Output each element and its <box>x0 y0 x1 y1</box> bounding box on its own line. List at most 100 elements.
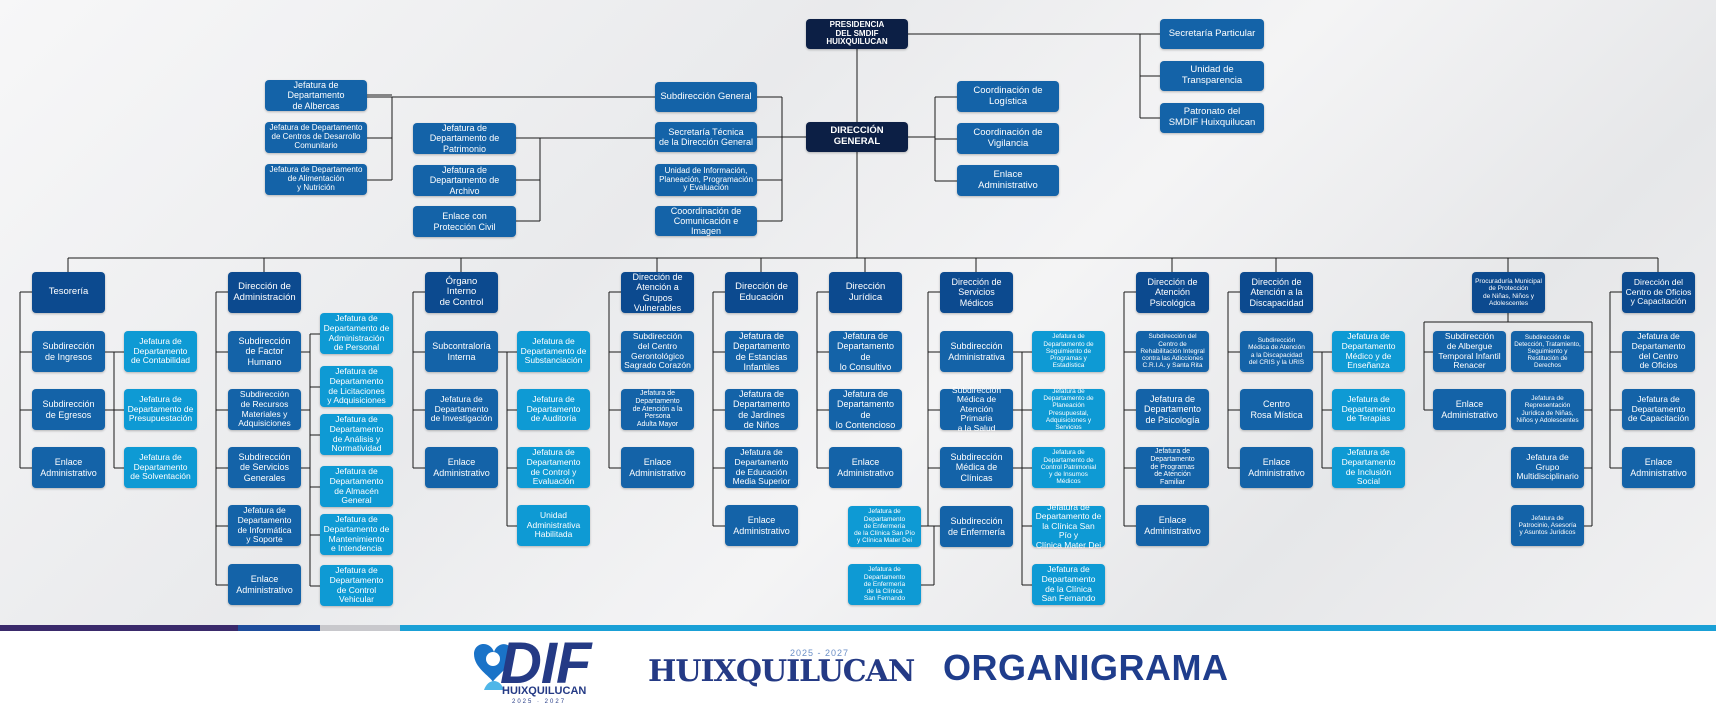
org-node-jef-consultivo: Jefatura de Departamento de lo Consultiv… <box>829 331 902 372</box>
org-node-jef-patrimonio: Jefatura de Departamento de Patrimonio <box>413 123 516 154</box>
connector-lines <box>19 33 1659 587</box>
org-node-jef-multidisciplinario: Jefatura de Grupo Multidisciplinario <box>1511 447 1584 488</box>
org-node-jef-contabilidad: Jefatura de Departamento de Contabilidad <box>124 331 197 372</box>
org-node-enf-sanpio: Jefatura de Departamento de Enfermería d… <box>848 506 921 547</box>
footer <box>0 631 1716 709</box>
org-node-jef-substanciacion: Jefatura de Departamento de Substanciaci… <box>517 331 590 372</box>
org-node-jef-investigacion: Jefatura de Departamento de Investigació… <box>425 389 498 430</box>
org-node-jef-control-patrimonial: Jefatura de Departamento de Control Patr… <box>1032 447 1105 488</box>
org-node-unidad-info: Unidad de Información, Planeación, Progr… <box>655 164 757 196</box>
org-node-dir-medicos: Dirección de Servicios Médicos <box>940 272 1013 313</box>
org-node-dir-discapacidad: Dirección de Atención a la Discapacidad <box>1240 272 1313 313</box>
org-node-jef-adulta-mayor: Jefatura de Departamento de Atención a l… <box>621 389 694 430</box>
org-node-jef-jardines: Jefatura de Departamento de Jardines de … <box>725 389 798 430</box>
org-node-jef-medico-ensenanza: Jefatura de Departamento Médico y de Ens… <box>1332 331 1405 372</box>
org-node-sub-general: Subdirección General <box>655 82 757 112</box>
org-node-jef-solventacion: Jefatura de Departamento de Solventación <box>124 447 197 488</box>
org-node-jef-personal: Jefatura de Departamento de Administraci… <box>320 313 393 354</box>
org-node-jef-analisis: Jefatura de Departamento de Análisis y N… <box>320 414 393 455</box>
org-node-enlace-vul: Enlace Administrativo <box>621 447 694 488</box>
org-node-tesoreria: Tesorería <box>32 272 105 313</box>
org-node-organo: Órgano Interno de Control <box>425 272 498 313</box>
org-node-procuraduria: Procuraduría Municipal de Protección de … <box>1472 272 1545 313</box>
org-node-jef-control-eval: Jefatura de Departamento de Control y Ev… <box>517 447 590 488</box>
org-node-jef-centros-desarrollo: Jefatura de Departamento de Centros de D… <box>265 122 367 153</box>
org-node-sub-albergue: Subdirección de Albergue Temporal Infant… <box>1433 331 1506 372</box>
org-node-jef-auditoria: Jefatura de Departamento de Auditoría <box>517 389 590 430</box>
org-node-jef-inclusion: Jefatura de Departamento de Inclusión So… <box>1332 447 1405 488</box>
org-node-sub-ingresos: Subdirección de Ingresos <box>32 331 105 372</box>
org-node-sub-cria: Subdirección del Centro de Rehabilitació… <box>1136 331 1209 372</box>
page-title: ORGANIGRAMA <box>943 647 1229 688</box>
org-node-jef-representacion: Jefatura de Representación Jurídica de N… <box>1511 389 1584 430</box>
org-node-coord-vigilancia: Coordinación de Vigilancia <box>957 123 1059 154</box>
org-node-transparencia: Unidad de Transparencia <box>1160 61 1264 91</box>
dif-logo-subtitle: HUIXQUILUCAN <box>502 685 587 697</box>
org-node-jef-sanfernando: Jefatura de Departamento de la Clínica S… <box>1032 564 1105 605</box>
org-node-unidad-habilitada: Unidad Administrativa Habilitada <box>517 505 590 546</box>
org-node-jef-terapias: Jefatura de Departamento de Terapias <box>1332 389 1405 430</box>
org-node-enlace-proc: Enlace Administrativo <box>1433 389 1506 430</box>
huixquilucan-logo-text: HUIXQUILUCAN <box>648 654 915 689</box>
footer-stripe <box>400 625 1716 631</box>
org-node-enlace-dg: Enlace Administrativo <box>957 165 1059 196</box>
org-node-sub-clinicas: Subdirección Médica de Clínicas <box>940 447 1013 488</box>
org-node-jef-patrocinio: Jefatura de Patrocinio, Asesoría y Asunt… <box>1511 505 1584 546</box>
org-node-enlace-admin: Enlace Administrativo <box>228 564 301 605</box>
org-node-enlace-tes: Enlace Administrativo <box>32 447 105 488</box>
org-node-sub-servicios: Subdirección de Servicios Generales <box>228 447 301 488</box>
org-node-sub-gerontologico: Subdirección del Centro Gerontológico Sa… <box>621 331 694 372</box>
org-node-enlace-ofi: Enlace Administrativo <box>1622 447 1695 488</box>
huixquilucan-years: 2025 - 2027 <box>790 648 850 658</box>
org-node-sec-tecnica: Secretaría Técnica de la Dirección Gener… <box>655 122 757 152</box>
org-node-jef-psicologia: Jefatura de Departamento de Psicología <box>1136 389 1209 430</box>
org-node-jef-archivo: Jefatura de Departamento de Archivo <box>413 165 516 196</box>
org-node-centro-mistica: Centro Rosa Mística <box>1240 389 1313 430</box>
org-node-sub-administrativa: Subdirección Administrativa <box>940 331 1013 372</box>
org-node-sub-deteccion: Subdirección de Detección, Tratamiento, … <box>1511 331 1584 372</box>
org-node-sub-factor: Subdirección de Factor Humano <box>228 331 301 372</box>
org-node-jef-centro-oficios: Jefatura de Departamento del Centro de O… <box>1622 331 1695 372</box>
org-node-jef-vehicular: Jefatura de Departamento de Control Vehi… <box>320 565 393 606</box>
footer-stripe <box>320 625 400 631</box>
org-node-coord-logistica: Coordinación de Logística <box>957 81 1059 112</box>
org-node-dir-psicologica: Dirección de Atención Psicológica <box>1136 272 1209 313</box>
org-node-patronato: Patronato del SMDIF Huixquilucan <box>1160 103 1264 133</box>
org-node-sec-particular: Secretaría Particular <box>1160 19 1264 49</box>
org-node-dir-admin: Dirección de Administración <box>228 272 301 313</box>
org-node-enlace-oic: Enlace Administrativo <box>425 447 498 488</box>
org-node-enlace-edu: Enlace Administrativo <box>725 505 798 546</box>
dif-logo-text: DIF <box>500 631 591 696</box>
org-node-jef-licitaciones: Jefatura de Departamento de Licitaciones… <box>320 366 393 407</box>
org-node-sub-recursos: Subdirección de Recursos Materiales y Ad… <box>228 389 301 430</box>
org-node-direccion-general: DIRECCIÓN GENERAL <box>806 122 908 152</box>
org-node-coord-comunicacion: Cooordinación de Comunicación e Imagen <box>655 206 757 236</box>
org-node-dir-oficios: Dirección del Centro de Oficios y Capaci… <box>1622 272 1695 313</box>
org-node-sub-atencion-primaria: Subdirección Médica de Atención Primaria… <box>940 385 1013 433</box>
footer-stripe <box>0 625 238 631</box>
dif-logo-years: 2025 · 2027 <box>512 699 567 705</box>
org-node-enlace-psi: Enlace Administrativo <box>1136 505 1209 546</box>
org-node-jef-albercas: Jefatura de Departamento de Albercas <box>265 80 367 111</box>
org-node-jef-estancias: Jefatura de Departamento de Estancias In… <box>725 331 798 372</box>
org-node-jef-presupuestacion: Jefatura de Departamento de Presupuestac… <box>124 389 197 430</box>
org-node-dir-juridica: Dirección Jurídica <box>829 272 902 313</box>
org-node-enlace-disc: Enlace Administrativo <box>1240 447 1313 488</box>
org-node-jef-seguimiento: Jefatura de Departamento de Seguimiento … <box>1032 331 1105 372</box>
org-node-enlace-jur: Enlace Administrativo <box>829 447 902 488</box>
org-node-enlace-proteccion: Enlace con Protección Civil <box>413 206 516 237</box>
org-node-jef-planeacion: Jefatura de Departamento de Planeación P… <box>1032 388 1105 431</box>
org-node-jef-programas-familiar: Jefatura de Departamento de Programas de… <box>1136 447 1209 488</box>
org-node-sub-egresos: Subdirección de Egresos <box>32 389 105 430</box>
org-node-sub-enfermeria: Subdirección de Enfermería <box>940 506 1013 547</box>
dif-heart-logo-icon <box>474 643 513 690</box>
org-node-sub-medica-disc: Subdirección Médica de Atención a la Dis… <box>1240 331 1313 372</box>
org-node-subcontraloria: Subcontraloría Interna <box>425 331 498 372</box>
org-node-jef-media-superior: Jefatura de Departamento de Educación Me… <box>725 447 798 488</box>
org-node-jef-mantenimiento: Jefatura de Departamento de Mantenimient… <box>320 514 393 555</box>
org-node-jef-capacitacion: Jefatura de Departamento de Capacitación <box>1622 389 1695 430</box>
org-node-jef-informatica: Jefatura de Departamento de Informática … <box>228 505 301 546</box>
org-node-jef-alimentacion: Jefatura de Departamento de Alimentación… <box>265 164 367 195</box>
org-node-jef-contencioso: Jefatura de Departamento de lo Contencio… <box>829 389 902 430</box>
